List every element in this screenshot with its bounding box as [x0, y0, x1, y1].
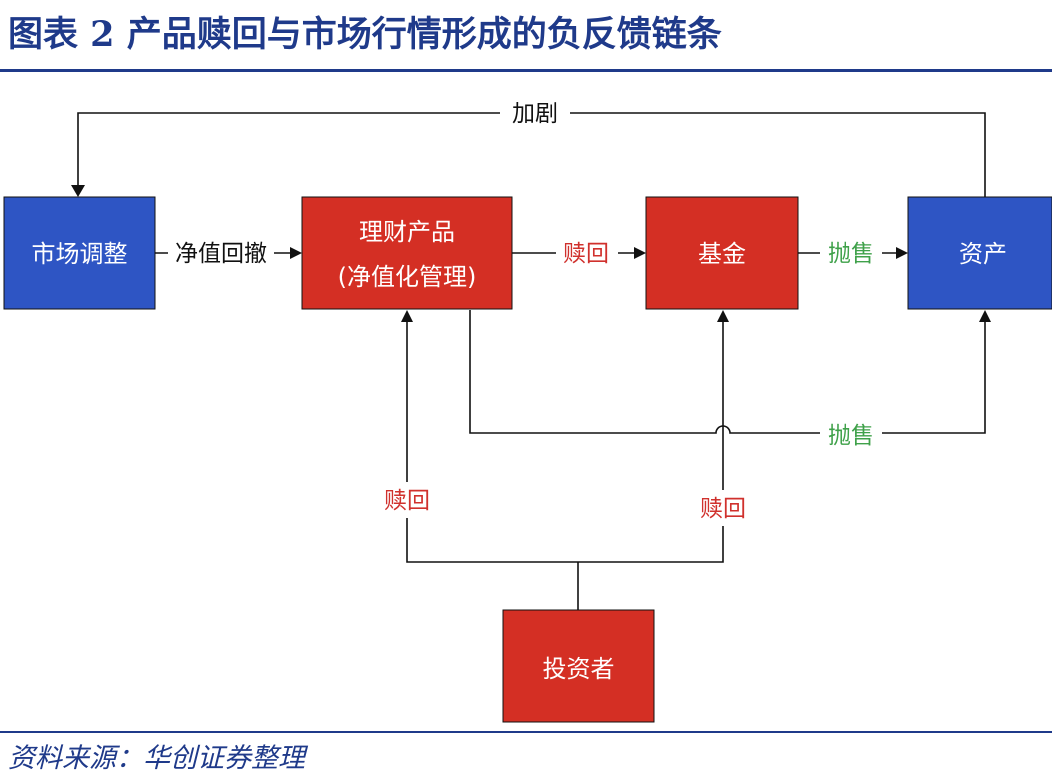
redeem-investor-product-label-bg: [376, 482, 438, 518]
sell-fund-asset-label: 抛售: [828, 241, 874, 267]
node-product-label-line2: (净值化管理): [338, 263, 477, 291]
intensify-label-bg: [500, 98, 570, 128]
intensify-label: 加剧: [512, 101, 558, 127]
node-asset-label: 资产: [959, 240, 1007, 268]
investor-redeem-connector: [401, 310, 729, 610]
redeem-product-fund-label-bg: [556, 238, 618, 268]
source-note: 资料来源：华创证券整理: [8, 743, 305, 774]
source-divider: [0, 731, 1052, 733]
nav-drawdown-label: 净值回撤: [175, 241, 267, 267]
node-fund: 基金: [645, 196, 799, 310]
node-market-label: 市场调整: [32, 240, 128, 268]
figure-title: 图表 2 产品赎回与市场行情形成的负反馈链条: [8, 14, 722, 55]
sell-fund-asset-label-bg: [820, 238, 882, 268]
redeem-investor-fund-label-bg: [692, 490, 754, 526]
redeem-product-fund-label: 赎回: [563, 241, 609, 267]
redeem-investor-fund-label: 赎回: [700, 496, 746, 522]
sell-product-asset-label: 抛售: [828, 423, 874, 449]
node-product: 理财产品 (净值化管理): [301, 196, 513, 310]
nav-drawdown-label-bg: [168, 238, 274, 268]
node-investor-label: 投资者: [543, 655, 615, 683]
redeem-investor-product-label: 赎回: [384, 488, 430, 514]
node-market: 市场调整: [3, 196, 156, 310]
node-fund-label: 基金: [698, 240, 746, 268]
node-product-label-line1: 理财产品: [359, 218, 455, 246]
sell-product-asset-label-bg: [820, 420, 882, 450]
node-asset: 资产: [907, 196, 1052, 310]
node-investor: 投资者: [502, 609, 655, 723]
sell-product-asset-connector: [469, 310, 991, 434]
title-divider: [0, 69, 1052, 72]
